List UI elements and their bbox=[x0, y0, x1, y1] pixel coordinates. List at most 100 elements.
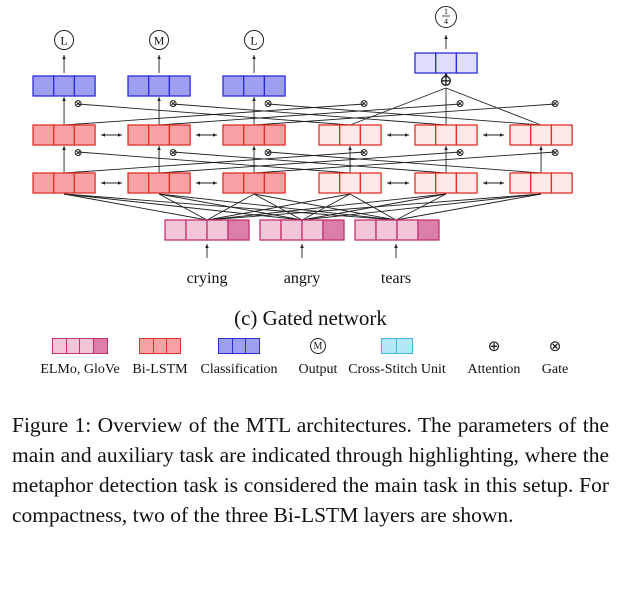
bilstm-aux-block-cell bbox=[435, 124, 458, 146]
gate-icon: ⊗ bbox=[550, 98, 559, 110]
embedding-block bbox=[354, 219, 440, 241]
gate-icon: ⊗ bbox=[73, 98, 82, 110]
legend-label: Cross-Stitch Unit bbox=[348, 362, 446, 377]
bilstm-main-block bbox=[32, 124, 96, 146]
bilstm-aux-block-cell bbox=[435, 172, 458, 194]
cross-connection bbox=[64, 103, 365, 126]
bilstm-aux-block-cell bbox=[359, 124, 382, 146]
classification-main-block-cell bbox=[222, 75, 245, 97]
classification-main-block bbox=[127, 75, 191, 97]
embedding-block bbox=[164, 219, 250, 241]
input-word: angry bbox=[284, 270, 320, 287]
bilstm-aux-block-cell bbox=[550, 172, 573, 194]
classification-main-block-cell bbox=[73, 75, 96, 97]
embedding-connection bbox=[395, 193, 542, 221]
bilstm-main-block bbox=[32, 172, 96, 194]
bilstm-aux-block-cell bbox=[530, 124, 553, 146]
legend-gate: ⊗ Gate bbox=[533, 336, 577, 378]
bilstm-main-block-cell bbox=[168, 124, 191, 146]
embedding-connection bbox=[253, 193, 397, 221]
bilstm-aux-block-cell bbox=[339, 172, 362, 194]
embedding-block-cell bbox=[417, 219, 440, 241]
legend-cross-stitch: Cross-Stitch Unit bbox=[343, 336, 451, 378]
output-circle-icon bbox=[54, 30, 75, 50]
bilstm-main-block-cell bbox=[32, 124, 55, 146]
gate-icon: ⊗ bbox=[550, 147, 559, 159]
bilstm-main-block-cell bbox=[73, 124, 96, 146]
bilstm-main-block-cell bbox=[32, 172, 55, 194]
embedding-block-cell bbox=[206, 219, 229, 241]
bilstm-aux-block bbox=[414, 172, 478, 194]
legend-bilstm: Bi-LSTM bbox=[128, 336, 192, 378]
bilstm-aux-block bbox=[509, 124, 573, 146]
gate-icon: ⊗ bbox=[168, 147, 177, 159]
cross-connection bbox=[159, 103, 461, 126]
embedding-cells-icon bbox=[52, 338, 108, 354]
bilstm-aux-block-cell bbox=[550, 124, 573, 146]
cross-connection bbox=[78, 151, 351, 174]
bilstm-aux-block bbox=[509, 172, 573, 194]
cross-stitch-cells-icon bbox=[380, 338, 414, 354]
bilstm-aux-block-cell bbox=[414, 124, 437, 146]
bilstm-aux-block-cell bbox=[359, 172, 382, 194]
embedding-block bbox=[259, 219, 345, 241]
bilstm-main-block-cell bbox=[263, 124, 286, 146]
bilstm-main-block-cell bbox=[222, 124, 245, 146]
embedding-connection bbox=[301, 193, 447, 221]
bilstm-main-block-cell bbox=[73, 172, 96, 194]
input-word: crying bbox=[187, 270, 228, 287]
output-label: M bbox=[154, 34, 165, 48]
embedding-block-cell bbox=[354, 219, 377, 241]
input-word: tears bbox=[381, 270, 411, 287]
attention-connection bbox=[445, 87, 542, 126]
classification-main-block-cell bbox=[263, 75, 286, 97]
attention-output-numerator: 1 bbox=[444, 7, 448, 16]
embedding-block-cell bbox=[185, 219, 208, 241]
legend-classification: Classification bbox=[195, 336, 283, 378]
bilstm-aux-block-cell bbox=[509, 124, 532, 146]
classification-main-block-cell bbox=[32, 75, 55, 97]
legend-label: Output bbox=[298, 362, 338, 377]
bilstm-main-block-cell bbox=[148, 172, 171, 194]
bilstm-main-block bbox=[222, 124, 286, 146]
cross-connection bbox=[268, 151, 542, 174]
legend-label: Attention bbox=[467, 362, 521, 377]
attention-connection bbox=[349, 87, 447, 126]
attention-output-denominator: 4 bbox=[444, 17, 448, 26]
bilstm-aux-block-cell bbox=[530, 172, 553, 194]
legend-label: Gate bbox=[541, 362, 569, 377]
classification-aux-block-cell bbox=[435, 52, 458, 74]
embedding-block-cell bbox=[280, 219, 303, 241]
bilstm-aux-block bbox=[414, 124, 478, 146]
classification-main-block-cell bbox=[53, 75, 76, 97]
legend-output: M Output bbox=[293, 336, 343, 378]
legend-label: Classification bbox=[200, 362, 278, 377]
bilstm-main-block-cell bbox=[53, 172, 76, 194]
subfigure-caption: (c) Gated network bbox=[234, 306, 387, 330]
bilstm-aux-block-cell bbox=[509, 172, 532, 194]
otimes-icon: ⊗ bbox=[548, 337, 562, 355]
embedding-connection bbox=[63, 193, 208, 221]
output-label: L bbox=[60, 34, 67, 48]
oplus-icon: ⊕ bbox=[487, 337, 501, 355]
connection-lines bbox=[62, 35, 556, 258]
gate-icon: ⊗ bbox=[359, 98, 368, 110]
gate-icon: ⊗ bbox=[168, 98, 177, 110]
bilstm-main-block-cell bbox=[263, 172, 286, 194]
classification-main-block-cell bbox=[243, 75, 266, 97]
bilstm-aux-block bbox=[318, 172, 382, 194]
bilstm-main-block-cell bbox=[222, 172, 245, 194]
output-circle-icon bbox=[149, 30, 170, 50]
gate-icon: ⊗ bbox=[455, 147, 464, 159]
cross-connection bbox=[254, 103, 556, 126]
legend-embedding: ELMo, GloVe bbox=[38, 336, 122, 378]
embedding-block-cell bbox=[375, 219, 398, 241]
legend: ELMo, GloVe Bi-LSTM Classification M Out… bbox=[0, 336, 621, 386]
figure-caption: Figure 1: Overview of the MTL architectu… bbox=[12, 413, 609, 527]
embedding-connection bbox=[64, 193, 397, 221]
output-label: L bbox=[250, 34, 257, 48]
embedding-connection bbox=[159, 193, 397, 221]
bilstm-aux-block-cell bbox=[414, 172, 437, 194]
bilstm-main-block bbox=[127, 172, 191, 194]
